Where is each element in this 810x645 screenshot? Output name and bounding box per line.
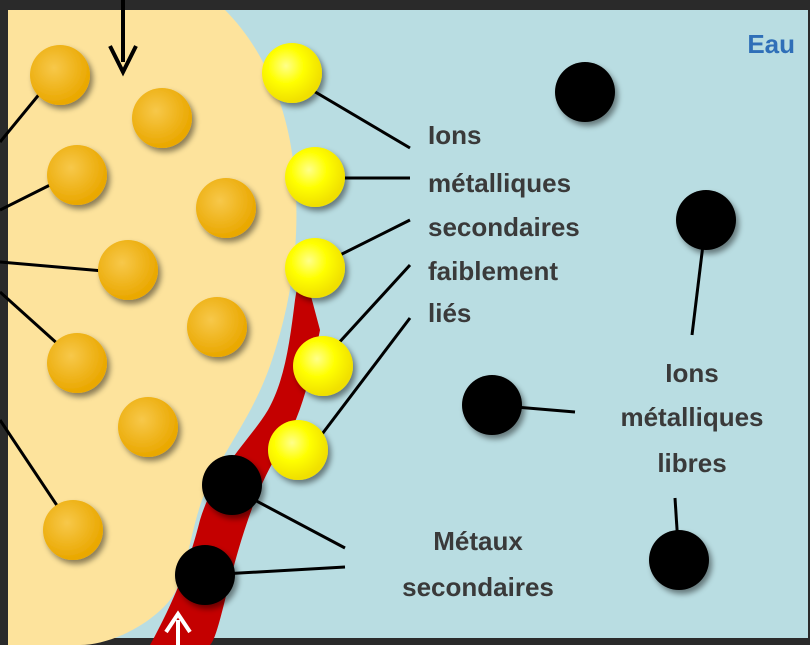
- free-ions-label-line: métalliques: [620, 402, 763, 432]
- bound-ion: [187, 297, 247, 357]
- loose-ion: [285, 147, 345, 207]
- secondary-metal: [202, 455, 262, 515]
- bound-ion: [196, 178, 256, 238]
- free-ion: [649, 530, 709, 590]
- bound-ion: [98, 240, 158, 300]
- free-ion: [555, 62, 615, 122]
- secondary-metals-label-line: secondaires: [402, 572, 554, 602]
- loose-ions-label-line: liés: [428, 298, 471, 328]
- loose-ion: [268, 420, 328, 480]
- secondary-metal: [175, 545, 235, 605]
- loose-ion: [285, 238, 345, 298]
- bound-ion: [47, 333, 107, 393]
- loose-ion: [293, 336, 353, 396]
- water-label: Eau: [747, 29, 795, 59]
- free-ions-label-line: Ions: [665, 358, 718, 388]
- bound-ion: [118, 397, 178, 457]
- bound-ion: [47, 145, 107, 205]
- free-ion: [676, 190, 736, 250]
- bound-ion: [43, 500, 103, 560]
- loose-ions-label-line: faiblement: [428, 256, 558, 286]
- loose-ions-label-line: secondaires: [428, 212, 580, 242]
- loose-ions-label-line: métalliques: [428, 168, 571, 198]
- bound-ion: [132, 88, 192, 148]
- loose-ion: [262, 43, 322, 103]
- free-ion: [462, 375, 522, 435]
- bound-ion: [30, 45, 90, 105]
- secondary-metals-label-line: Métaux: [433, 526, 523, 556]
- free-ions-label-line: libres: [657, 448, 726, 478]
- loose-ions-label-line: Ions: [428, 120, 481, 150]
